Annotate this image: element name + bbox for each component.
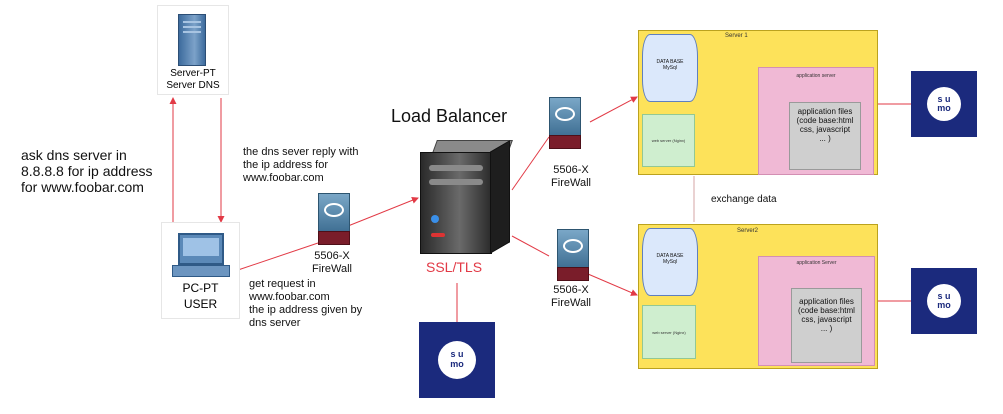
get-request-note: get request in www.foobar.com the ip add…: [249, 278, 363, 329]
pc-user-label-2: USER: [183, 297, 218, 311]
dns-server-label-1: Server-PT: [170, 68, 216, 79]
server-1-title: Server 1: [725, 33, 748, 39]
pc-user-node: PC-PT USER: [161, 222, 240, 319]
sumo-logo-bottom: s u mo: [419, 322, 495, 398]
server-2-app-files: application files (code base:html css, j…: [791, 288, 862, 363]
sumo-logo-circle: [927, 87, 961, 121]
firewall-icon: [549, 97, 581, 137]
arrow-firewall-to-lb: [347, 196, 419, 227]
server-2-title: Server2: [737, 228, 759, 234]
firewall-icon: [557, 229, 589, 269]
firewall-1-label: 5506-X FireWall: [312, 250, 352, 275]
pc-user-label-1: PC-PT: [182, 281, 219, 295]
desktop-pc-icon: [178, 233, 224, 265]
server-1-app-files: application files (code base:html css, j…: [789, 102, 861, 170]
dns-server-label-2: Server DNS: [166, 80, 220, 91]
sumo-logo-circle: [438, 341, 476, 379]
line-lb-to-firewall-2: [511, 136, 550, 191]
dns-server-node: Server-PT Server DNS: [157, 5, 229, 95]
firewall-3: [557, 229, 589, 281]
firewall-2: [549, 97, 581, 149]
server-2-box: Server2 DATA BASE MySql web server (Ngin…: [638, 224, 878, 369]
server-1-database: DATA BASE MySql: [642, 34, 698, 102]
sumo-logo-server-2: s u mo: [911, 268, 977, 334]
firewall-icon: [318, 193, 350, 233]
server-1-box: Server 1 DATA BASE MySql web server (Ngi…: [638, 30, 878, 175]
server-2-web-server: web server (Nginx): [642, 305, 696, 359]
sumo-logo-server-1: s u mo: [911, 71, 977, 137]
dns-reply-note: the dns sever reply with the ip address …: [243, 146, 359, 184]
ssl-tls-label: SSL/TLS: [426, 259, 483, 275]
load-balancer-title: Load Balancer: [391, 106, 508, 126]
load-balancer-icon: [420, 140, 513, 254]
firewall-3-label: 5506-X FireWall: [551, 284, 591, 309]
server-1-web-server: web server (Nginx): [642, 114, 695, 167]
arrow-firewall-2-to-server-1: [589, 96, 638, 123]
server-2-database: DATA BASE MySql: [642, 228, 698, 296]
sumo-logo-circle: [927, 284, 961, 318]
ask-dns-note: ask dns server in 8.8.8.8 for ip address…: [21, 147, 153, 195]
exchange-data-label: exchange data: [711, 194, 777, 205]
firewall-1: [318, 193, 350, 245]
tower-server-icon: [178, 14, 206, 66]
firewall-2-label: 5506-X FireWall: [551, 164, 591, 189]
line-pc-to-firewall: [237, 242, 319, 271]
arrow-firewall-3-to-server-2: [587, 273, 638, 296]
line-lb-to-firewall-3: [511, 235, 550, 257]
